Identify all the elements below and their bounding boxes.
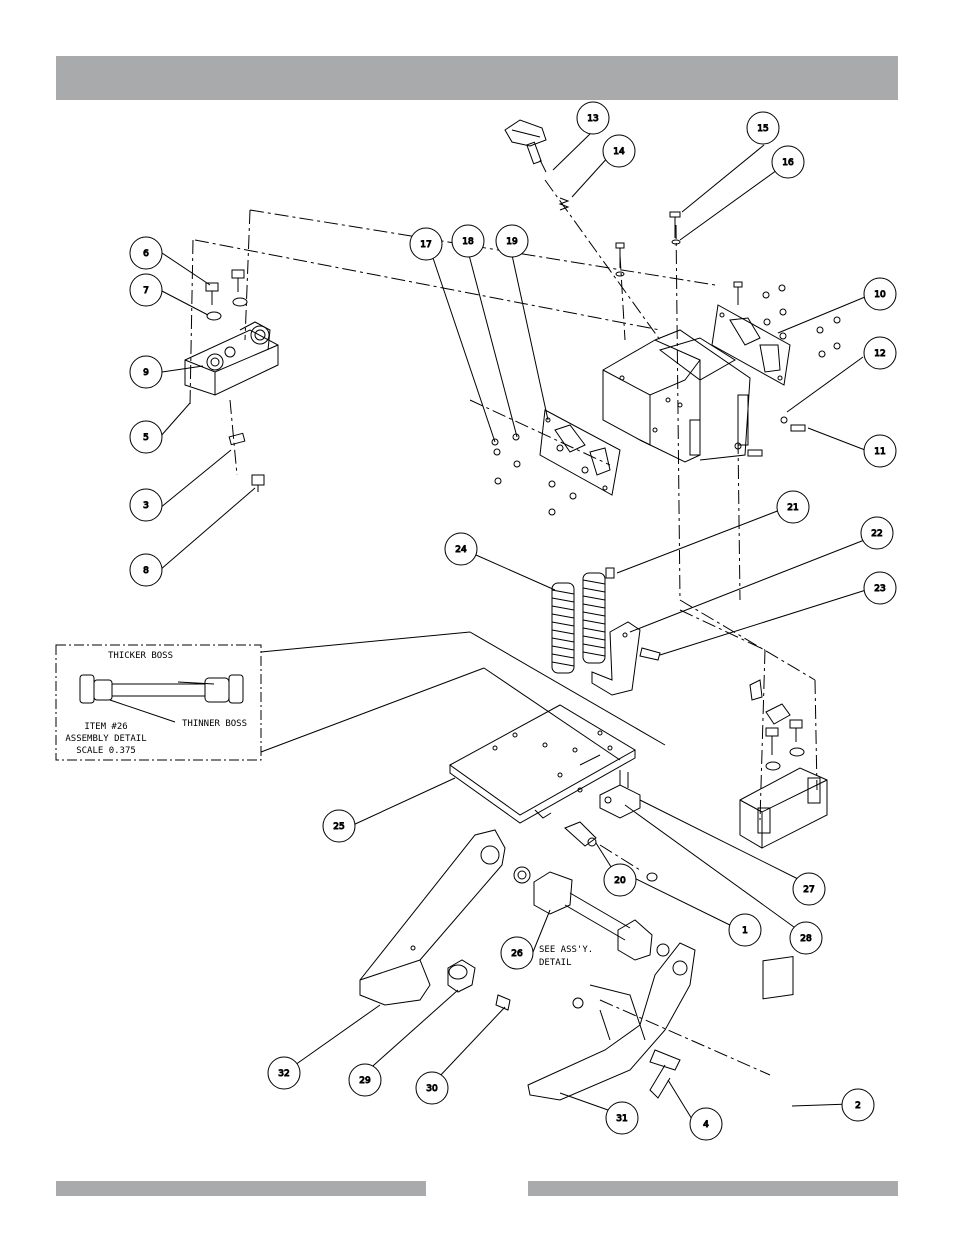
callout-29: 29 [349, 1064, 381, 1096]
svg-text:3: 3 [143, 501, 149, 511]
svg-text:5: 5 [143, 433, 149, 443]
svg-text:4: 4 [703, 1120, 709, 1130]
svg-text:DETAIL: DETAIL [539, 958, 572, 968]
left-bracket [185, 270, 278, 492]
callout-5: 5 [130, 421, 162, 453]
callout-9: 9 [130, 356, 162, 388]
svg-text:16: 16 [782, 158, 794, 168]
detail-line-3: SCALE 0.375 [76, 746, 136, 756]
right-bearing-plate [712, 305, 790, 385]
callout-23: 23 [864, 572, 896, 604]
base-plate [450, 705, 635, 823]
callout-1: 1 [729, 914, 761, 946]
callout-3: 3 [130, 489, 162, 521]
left-arm [360, 830, 505, 1005]
svg-text:12: 12 [874, 349, 885, 359]
svg-text:8: 8 [143, 566, 149, 576]
svg-text:29: 29 [359, 1076, 371, 1086]
callout-26: 26 [501, 937, 533, 969]
svg-text:13: 13 [587, 114, 598, 124]
callout-8: 8 [130, 554, 162, 586]
svg-text:15: 15 [757, 124, 768, 134]
svg-text:20: 20 [614, 876, 626, 886]
callout-12: 12 [864, 337, 896, 369]
svg-text:26: 26 [511, 949, 523, 959]
detail-line-2: ASSEMBLY DETAIL [65, 734, 146, 744]
phantom-lines [190, 180, 817, 1075]
callout-20: 20 [604, 864, 636, 896]
callout-27: 27 [793, 873, 825, 905]
callout-28: 28 [790, 922, 822, 954]
callout-19: 19 [496, 225, 528, 257]
item26-note: SEE ASS'Y. DETAIL [539, 945, 593, 968]
thinner-boss-label: THINNER BOSS [182, 719, 247, 729]
callout-22: 22 [861, 517, 893, 549]
svg-text:24: 24 [455, 545, 467, 555]
callout-18: 18 [452, 225, 484, 257]
svg-text:17: 17 [420, 240, 431, 250]
callout-2: 2 [842, 1089, 874, 1121]
svg-text:21: 21 [787, 503, 798, 513]
callout-31: 31 [606, 1102, 638, 1134]
callout-16: 16 [772, 146, 804, 178]
callout-14: 14 [603, 135, 635, 167]
callout-21: 21 [777, 491, 809, 523]
svg-text:18: 18 [462, 237, 474, 247]
svg-text:6: 6 [143, 249, 149, 259]
callout-13: 13 [577, 102, 609, 134]
spacer-and-bolt [448, 960, 510, 1010]
callout-17: 17 [410, 228, 442, 260]
svg-text:2: 2 [855, 1101, 861, 1111]
small-spring [560, 198, 568, 210]
callout-7: 7 [130, 274, 162, 306]
svg-text:25: 25 [333, 822, 344, 832]
svg-text:23: 23 [874, 584, 885, 594]
svg-text:31: 31 [616, 1114, 627, 1124]
svg-text:22: 22 [871, 529, 882, 539]
callout-6: 6 [130, 237, 162, 269]
svg-text:10: 10 [874, 290, 886, 300]
detail-line-1: ITEM #26 [84, 722, 127, 732]
callout-4: 4 [690, 1108, 722, 1140]
callout-32: 32 [268, 1057, 300, 1089]
callout-30: 30 [416, 1072, 448, 1104]
svg-text:28: 28 [800, 934, 812, 944]
springs [552, 568, 614, 673]
right-bracket [740, 680, 827, 848]
thicker-boss-label: THICKER BOSS [108, 651, 173, 661]
svg-text:19: 19 [506, 237, 518, 247]
handle [650, 1050, 680, 1098]
clamp-block [600, 770, 640, 818]
callout-24: 24 [445, 533, 477, 565]
bolts [616, 212, 742, 305]
knob-part [505, 120, 546, 172]
svg-text:32: 32 [278, 1069, 289, 1079]
detail-box-text: THICKER BOSS THINNER BOSS ITEM #26 ASSEM… [65, 651, 247, 756]
svg-text:14: 14 [613, 147, 625, 157]
svg-text:9: 9 [143, 368, 149, 378]
spring-bracket [592, 622, 660, 695]
svg-text:27: 27 [803, 885, 814, 895]
svg-text:SEE ASS'Y.: SEE ASS'Y. [539, 945, 593, 955]
label-plate [763, 957, 793, 999]
svg-text:30: 30 [426, 1084, 438, 1094]
svg-text:7: 7 [143, 286, 149, 296]
callout-15: 15 [747, 112, 779, 144]
svg-text:11: 11 [874, 447, 885, 457]
callout-25: 25 [323, 810, 355, 842]
svg-text:1: 1 [742, 926, 748, 936]
detail-shaft-drawing [80, 675, 243, 703]
main-housing [603, 330, 750, 462]
callout-leaders [160, 133, 872, 1124]
callout-10: 10 [864, 278, 896, 310]
callout-11: 11 [864, 435, 896, 467]
